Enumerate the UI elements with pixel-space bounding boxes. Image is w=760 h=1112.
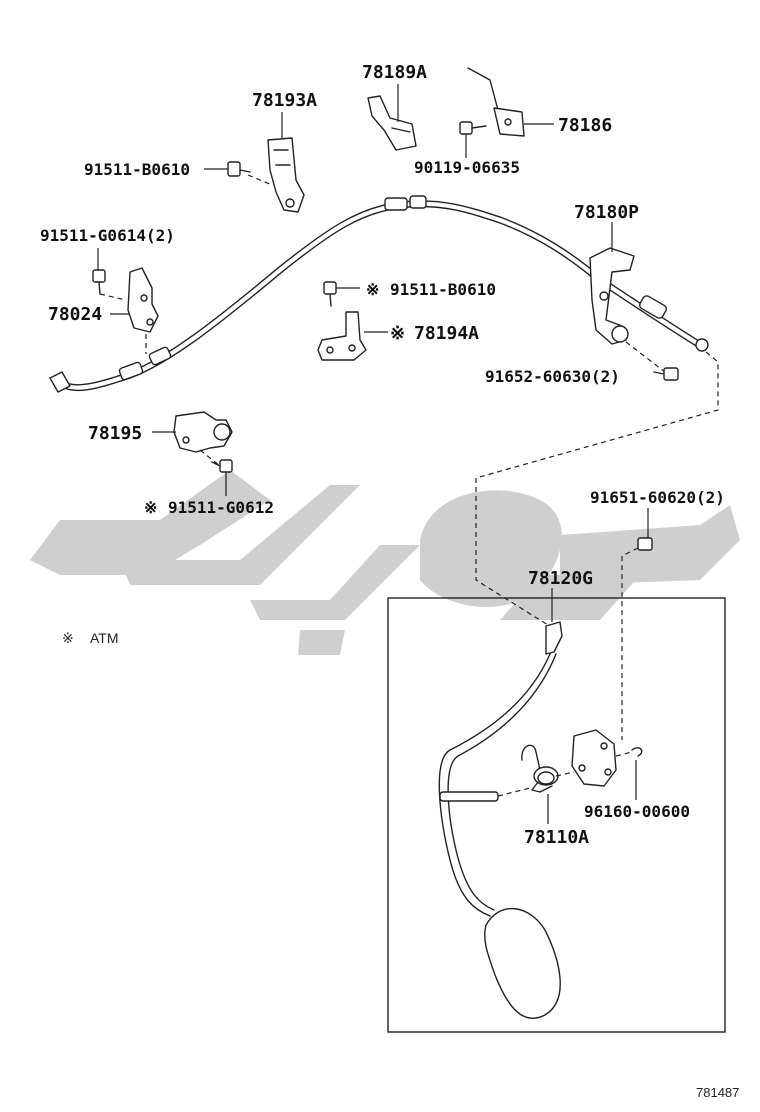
label-91511-B0610-top: 91511-B0610 bbox=[84, 160, 190, 179]
cable-to-pedal-guide bbox=[475, 351, 719, 626]
label-78110A: 78110A bbox=[524, 827, 589, 848]
accelerator-pedal bbox=[438, 621, 563, 1019]
figure-number: 781487 bbox=[696, 1085, 739, 1100]
bolt-91511-B0610-mid bbox=[323, 281, 337, 307]
bracket-78195 bbox=[173, 411, 233, 467]
pedal-assembly-box bbox=[387, 597, 726, 1033]
legend: ※ ATM bbox=[62, 630, 119, 646]
label-78194A: 78194A bbox=[414, 323, 479, 344]
label-78189A: 78189A bbox=[362, 62, 427, 83]
watermark-logo bbox=[30, 470, 740, 655]
label-91511-G0612: 91511-G0612 bbox=[168, 498, 274, 517]
bracket-78194A bbox=[317, 311, 367, 361]
bolt-91651-60620 bbox=[621, 537, 653, 740]
atm-mark-b0610: ※ bbox=[366, 280, 379, 299]
label-91651-60620: 91651-60620(2) bbox=[590, 488, 725, 507]
atm-mark-g0612: ※ bbox=[144, 498, 157, 517]
label-91511-G0614: 91511-G0614(2) bbox=[40, 226, 175, 245]
bracket-78186 bbox=[467, 67, 525, 137]
label-78024: 78024 bbox=[48, 304, 102, 325]
bracket-78024 bbox=[127, 267, 159, 354]
legend-symbol: ※ bbox=[62, 630, 74, 646]
pivot-pin bbox=[439, 787, 531, 802]
bracket-78189A bbox=[367, 95, 417, 151]
label-91511-B0610-mid: 91511-B0610 bbox=[390, 280, 496, 299]
label-78193A: 78193A bbox=[252, 90, 317, 111]
label-78195: 78195 bbox=[88, 423, 142, 444]
atm-mark-78194A: ※ bbox=[390, 323, 405, 344]
bolt-91511-G0614 bbox=[92, 269, 127, 301]
label-78180P: 78180P bbox=[574, 202, 639, 223]
bracket-78193A bbox=[247, 137, 305, 213]
bolt-90119-06635 bbox=[459, 121, 487, 135]
bolt-91652-60630 bbox=[653, 367, 679, 381]
label-78186: 78186 bbox=[558, 115, 612, 136]
label-91652-60630: 91652-60630(2) bbox=[485, 367, 620, 386]
pedal-bracket bbox=[571, 729, 643, 787]
label-90119-06635: 90119-06635 bbox=[414, 158, 520, 177]
leader-lines bbox=[97, 84, 649, 824]
part-labels: 78193A 78189A 78186 91511-B0610 90119-06… bbox=[40, 62, 725, 848]
bracket-78180P bbox=[589, 247, 666, 373]
label-96160-00600: 96160-00600 bbox=[584, 802, 690, 821]
legend-text: ATM bbox=[90, 630, 119, 646]
bolt-91511-B0610-top bbox=[227, 161, 251, 177]
return-spring-78110A bbox=[521, 744, 575, 793]
label-78120G: 78120G bbox=[528, 568, 593, 589]
